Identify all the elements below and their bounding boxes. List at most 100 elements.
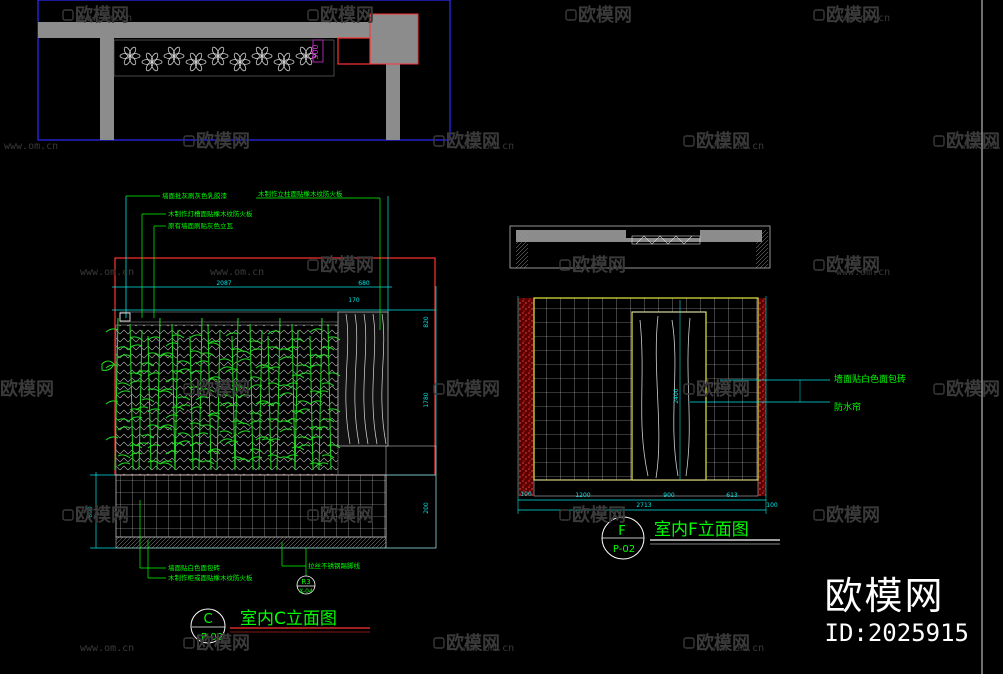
watermark-url: www.om.cn <box>80 267 134 278</box>
elevation-f-drawing <box>509 225 830 560</box>
svg-text:欧模网: 欧模网 <box>196 130 250 152</box>
model-id: ID:2025915 <box>824 619 970 647</box>
elevation-f-title: 室内F立面图 <box>654 520 749 540</box>
watermark-url: www.om.cn <box>836 13 890 24</box>
svg-text:欧模网: 欧模网 <box>826 504 880 526</box>
section-tag-letter: R3 <box>301 578 310 586</box>
dim-c-side-3: 200 <box>423 502 430 514</box>
svg-text:欧模网: 欧模网 <box>320 254 374 276</box>
dim-c-top-1: 2087 <box>216 280 231 287</box>
brand-tag: 欧模网 ID:2025915 <box>825 574 970 648</box>
section-tag-sheet: X-04 <box>299 588 313 595</box>
watermark-url: www.om.cn <box>710 643 764 654</box>
svg-text:欧模网: 欧模网 <box>0 378 54 400</box>
elevation-c-tag-sheet: P-02 <box>201 632 223 643</box>
svg-text:欧模网: 欧模网 <box>826 254 880 276</box>
watermark-mark: 欧模网 <box>933 378 1000 400</box>
watermark-mark: 欧模网 <box>559 254 626 276</box>
watermark-mark: 欧模网 <box>0 378 54 400</box>
elevation-c-drawing <box>90 195 437 644</box>
svg-text:欧模网: 欧模网 <box>946 378 1000 400</box>
svg-text:欧模网: 欧模网 <box>696 632 750 654</box>
dim-f-bottom-4: 613 <box>726 492 738 499</box>
callout-f-2: 防水帘 <box>834 401 861 413</box>
watermark-url: www.om.cn <box>80 643 134 654</box>
watermark-url: www.om.cn <box>460 141 514 152</box>
elevation-c-dimensions: 2087 170 680 820 1780 200 600 <box>87 280 430 518</box>
watermark-mark: 欧模网 <box>683 632 750 654</box>
elevation-c-annotations: 墙面批灰刷灰色乳胶漆 木制作立柱面贴橡木纹防火板 木制作灯槽面贴橡木纹防火板 原… <box>162 189 361 582</box>
elevation-c-tag-letter: C <box>203 612 212 627</box>
svg-text:欧模网: 欧模网 <box>696 130 750 152</box>
dim-f-bottom-3: 900 <box>663 492 675 499</box>
svg-text:欧模网: 欧模网 <box>946 130 1000 152</box>
svg-text:欧模网: 欧模网 <box>572 504 626 526</box>
watermark-mark: 欧模网 <box>813 504 880 526</box>
svg-text:欧模网: 欧模网 <box>75 504 129 526</box>
svg-text:欧模网: 欧模网 <box>578 4 632 26</box>
watermark-url: www.om.cn <box>460 643 514 654</box>
elevation-c-title: 室内C立面图 <box>240 609 337 629</box>
elevation-f-tag-letter: F <box>618 524 625 539</box>
svg-text:欧模网: 欧模网 <box>826 4 880 26</box>
svg-text:欧模网: 欧模网 <box>446 130 500 152</box>
svg-text:欧模网: 欧模网 <box>572 254 626 276</box>
watermark-url: www.om.cn <box>710 141 764 152</box>
dim-f-curtain: 2400 <box>673 388 680 403</box>
svg-text:欧模网: 欧模网 <box>446 632 500 654</box>
callout-c-top-1: 墙面批灰刷灰色乳胶漆 <box>162 191 228 200</box>
watermark-mark: 欧模网 <box>683 378 750 400</box>
top-plan-drawing: 300 <box>37 0 451 141</box>
callout-c-top-4: 原有墙面刷贴灰色立瓦 <box>168 221 234 230</box>
watermark-url: www.om.cn <box>836 267 890 278</box>
callout-c-bottom-1: 墙面贴白色面包砖 <box>168 563 221 572</box>
dim-f-bottom-5: 100 <box>766 502 778 509</box>
elevation-f-tag-sheet: P-02 <box>613 544 635 555</box>
elevation-f-annotations: 墙面贴白色面包砖 防水帘 <box>834 373 906 413</box>
watermark-url: www.om.cn <box>210 267 264 278</box>
watermark-mark: 欧模网 <box>183 378 250 400</box>
watermark-mark: 欧模网 <box>183 632 250 654</box>
dim-f-bottom-2: 1200 <box>575 492 590 499</box>
watermark-mark: 欧模网 <box>683 130 750 152</box>
svg-text:欧模网: 欧模网 <box>196 632 250 654</box>
svg-text:欧模网: 欧模网 <box>446 378 500 400</box>
watermark-mark: 欧模网 <box>559 504 626 526</box>
dim-c-top-2: 170 <box>348 297 360 304</box>
watermark-mark: 欧模网 <box>307 254 374 276</box>
watermark-mark: 欧模网 <box>433 632 500 654</box>
watermark-mark: 欧模网 <box>62 4 129 26</box>
dim-c-side-2: 1780 <box>423 392 430 407</box>
callout-c-bottom-2: 木制作柜或面贴橡木纹防火板 <box>168 573 253 582</box>
watermark-mark: 欧模网 <box>433 130 500 152</box>
svg-text:欧模网: 欧模网 <box>75 4 129 26</box>
watermark-mark: 欧模网 <box>62 504 129 526</box>
watermark-mark: 欧模网 <box>433 378 500 400</box>
brand-name: 欧模网 <box>824 574 945 618</box>
dim-c-side-1: 820 <box>423 316 430 328</box>
dim-f-bottom-1: 100 <box>520 491 532 498</box>
callout-c-top-3: 木制作灯槽面贴橡木纹防火板 <box>168 209 253 218</box>
watermark-mark: 欧模网 <box>933 130 1000 152</box>
svg-text:欧模网: 欧模网 <box>696 378 750 400</box>
callout-c-top-2: 木制作立柱面贴橡木纹防火板 <box>258 189 343 198</box>
watermark-mark: 欧模网 <box>813 254 880 276</box>
watermark-url: www.om.cn <box>960 141 1003 152</box>
svg-text:欧模网: 欧模网 <box>196 378 250 400</box>
watermark-url: www.om.cn <box>4 141 58 152</box>
dim-c-side-4: 600 <box>87 506 94 518</box>
callout-f-1: 墙面贴白色面包砖 <box>834 373 906 385</box>
svg-text:欧模网: 欧模网 <box>320 504 374 526</box>
watermark-url: www.om.cn <box>78 13 132 24</box>
watermark-mark: 欧模网 <box>307 4 374 26</box>
dim-f-total: 2713 <box>636 502 651 509</box>
watermark-mark: 欧模网 <box>307 504 374 526</box>
elevation-f-dimensions: 100 1200 900 613 100 2713 2400 <box>520 388 778 509</box>
dim-c-top-3: 680 <box>358 280 370 287</box>
plan-dimension-label: 300 <box>311 44 320 59</box>
svg-text:欧模网: 欧模网 <box>320 4 374 26</box>
callout-c-bottom-3: 拉丝不锈钢踢脚线 <box>308 561 361 570</box>
watermark-layer: 欧模网欧模网欧模网欧模网欧模网欧模网欧模网欧模网欧模网欧模网欧模网欧模网欧模网欧… <box>0 4 1003 654</box>
watermark-mark: 欧模网 <box>565 4 632 26</box>
